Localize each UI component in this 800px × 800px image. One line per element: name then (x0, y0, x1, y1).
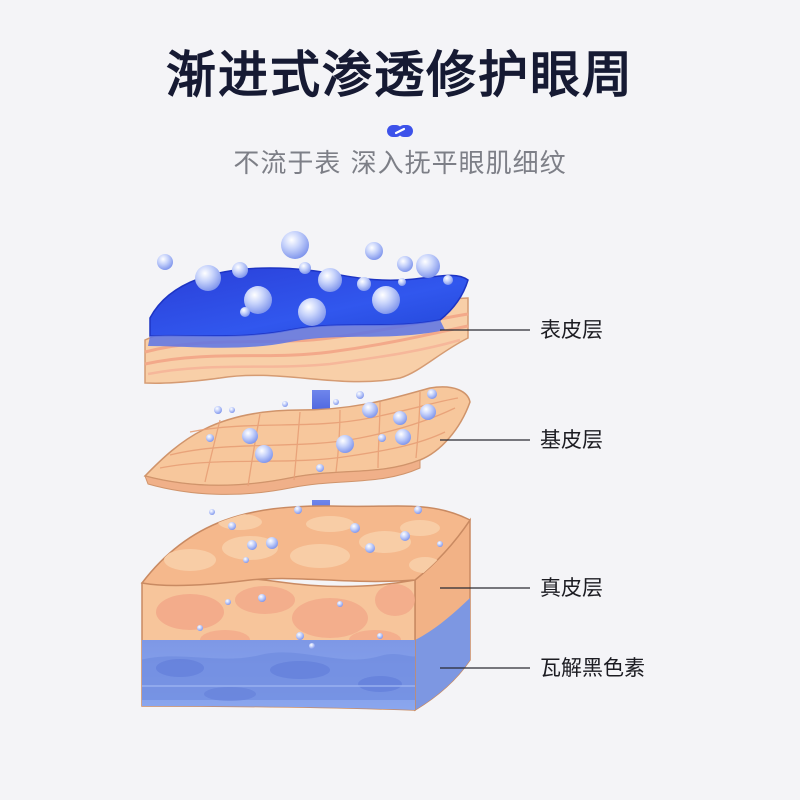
label-epidermis: 表皮层 (540, 318, 603, 342)
dermis-layer (140, 505, 472, 712)
epidermis-layer (144, 231, 469, 384)
label-dermis: 真皮层 (540, 576, 603, 600)
label-basal: 基皮层 (540, 428, 603, 452)
label-melanin: 瓦解黑色素 (540, 656, 645, 680)
page-title: 渐进式渗透修护眼周 (166, 46, 634, 104)
page-subtitle: 不流于表 深入抚平眼肌细纹 (233, 149, 567, 179)
basal-layer (143, 386, 471, 495)
link-icon (387, 125, 413, 137)
